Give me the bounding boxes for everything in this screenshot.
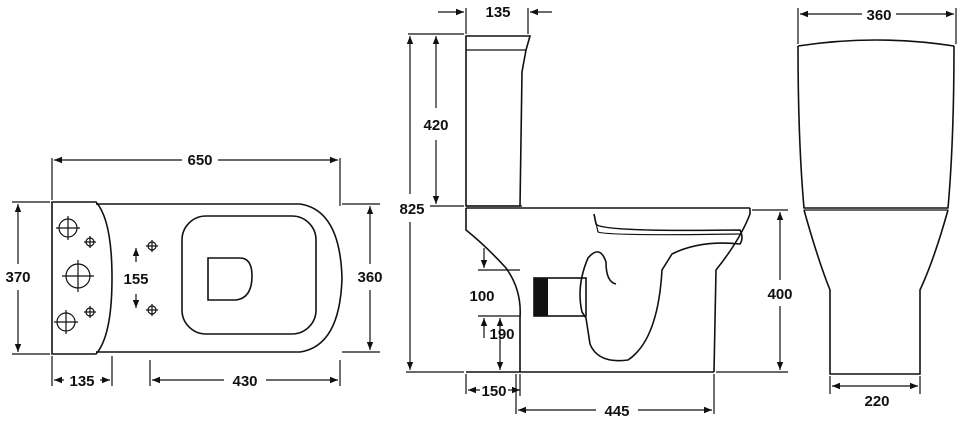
- side-pan-front: [713, 208, 751, 373]
- front-cistern-lid: [797, 39, 955, 47]
- dim-front-cistern-width: 360: [866, 7, 891, 24]
- front-view: 360 220: [797, 7, 957, 410]
- dim-plan-cistern-depth: 135: [69, 373, 94, 390]
- dim-plan-width: 370: [5, 269, 30, 286]
- plan-seat-handle: [207, 257, 253, 301]
- side-cistern-outline: [465, 35, 532, 207]
- cistern-hole-middle: [62, 260, 94, 292]
- side-view: 135 420 825 400 100 190 150 445: [399, 4, 792, 420]
- dim-pan-length: 430: [232, 373, 257, 390]
- dim-waste-diameter: 100: [469, 288, 494, 305]
- side-pan-rear: [465, 208, 522, 372]
- plan-seat-outline: [181, 215, 317, 335]
- dim-seat-height: 400: [767, 286, 792, 303]
- dim-waste-height: 190: [489, 326, 514, 343]
- waste-seal: [534, 278, 548, 316]
- small-hole-2: [84, 306, 96, 318]
- dim-outlet-length: 445: [604, 403, 629, 420]
- dim-side-cistern-depth: 135: [485, 4, 510, 21]
- plan-view: 650 370 360 155 135 430: [5, 152, 382, 390]
- dim-overall-height: 825: [399, 201, 424, 218]
- pan-hole-top: [146, 240, 158, 252]
- front-pan-outline: [803, 209, 949, 375]
- side-bowl-interior: [579, 213, 743, 362]
- dim-plan-length: 650: [187, 152, 212, 169]
- small-hole-1: [84, 236, 96, 248]
- dim-seat-width: 360: [357, 269, 382, 286]
- front-cistern-body: [797, 45, 955, 209]
- dim-hole-spacing: 155: [123, 271, 148, 288]
- cistern-hole-bottom: [54, 310, 78, 334]
- plan-cistern-outline: [51, 201, 113, 355]
- dim-cistern-height: 420: [423, 117, 448, 134]
- cistern-hole-top: [56, 216, 80, 240]
- plan-pan-outline: [96, 203, 343, 353]
- dim-waste-offset: 150: [481, 383, 506, 400]
- dim-base-width: 220: [864, 393, 889, 410]
- pan-hole-bottom: [146, 304, 158, 316]
